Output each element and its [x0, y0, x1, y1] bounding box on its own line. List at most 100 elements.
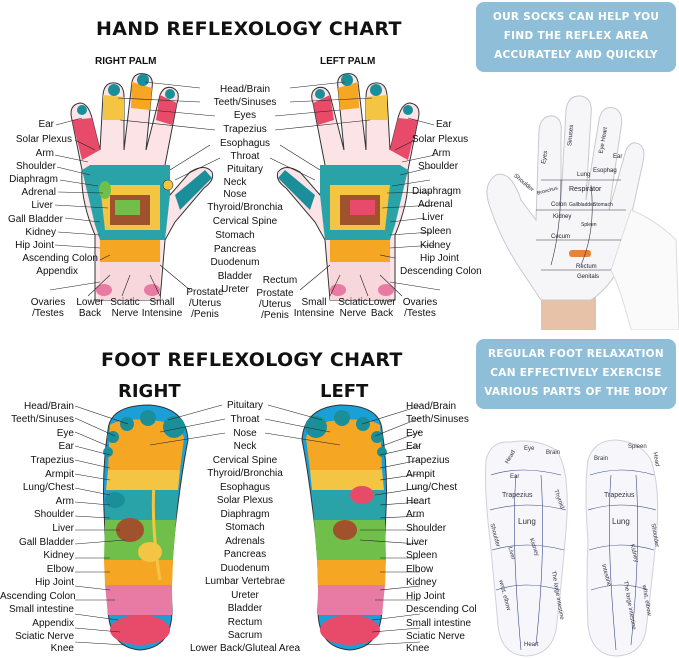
foot-right-label: Head/Brain — [406, 401, 457, 412]
foot-left-label: Knee — [50, 643, 74, 654]
glove-label: Lung — [577, 172, 591, 178]
foot-right-label: Arm — [406, 509, 425, 520]
glove-label: Esophag — [593, 168, 617, 174]
socks-banner-bottom: REGULAR FOOT RELAXATION CAN EFFECTIVELY … — [476, 339, 676, 409]
glove-label: Spleen — [581, 222, 597, 228]
sock-label: Lung — [612, 517, 630, 526]
hand-right-label: Liver — [422, 212, 444, 223]
foot-left-label: Kidney — [43, 550, 74, 561]
right-palm-drawing — [70, 73, 214, 301]
socks-illustration — [485, 439, 659, 657]
glove-label: Gallbladder — [569, 202, 595, 208]
hand-right-label: Kidney — [420, 240, 451, 251]
foot-left-label: Elbow — [46, 564, 74, 575]
foot-right-label: Spleen — [406, 550, 438, 561]
foot-left-label: Ascending Colon — [0, 591, 76, 602]
foot-center-label: Pancreas — [223, 549, 267, 560]
hand-center-label: Teeth/Sinuses — [213, 97, 277, 108]
right-palm-label: RIGHT PALM — [95, 56, 157, 67]
sock-label: Spleen — [628, 444, 647, 450]
hand-right-label: Arm — [432, 148, 451, 159]
glove-label: Genitals — [577, 274, 600, 280]
hand-center-label: Cervical Spine — [212, 216, 278, 227]
hand-center-label: Neck — [223, 177, 247, 188]
glove-label: Colon — [551, 202, 567, 208]
hand-right-label: Spleen — [420, 226, 452, 237]
hand-center-label: Eyes — [233, 110, 257, 121]
hand-right-label: Ear — [436, 119, 452, 130]
foot-right-label: Shoulder — [406, 523, 447, 534]
hand-center-label: Bladder — [217, 271, 253, 282]
sock-label: Head — [651, 451, 660, 467]
left-foot-drawing — [301, 404, 387, 651]
foot-right-label: Liver — [406, 537, 428, 548]
foot-right-label: Kidney — [406, 577, 437, 588]
glove-label: Sinuses — [567, 124, 576, 147]
socks-banner-bottom-text: REGULAR FOOT RELAXATION CAN EFFECTIVELY … — [484, 348, 668, 398]
hand-left-label: Shoulder — [15, 161, 56, 172]
sock-label: Ear — [510, 474, 520, 480]
hand-center-label: Stomach — [215, 230, 255, 241]
foot-left-label: Arm — [55, 496, 74, 507]
sock-label: Brain — [594, 456, 609, 462]
foot-right-label: Sciatic Nerve — [406, 631, 465, 642]
glove-photo: Eyes Sinuses Eye Heart Ear Lung Esophag … — [481, 90, 679, 330]
foot-chart-title: FOOT REFLEXOLOGY CHART — [101, 349, 403, 371]
hand-bottom-label: Lower Back — [76, 297, 104, 319]
hand-bottom-label: Small Intensine — [293, 297, 335, 319]
hand-center-label: Trapezius — [223, 124, 267, 135]
hand-left-label: Adrenal — [21, 187, 56, 198]
foot-right-label: Elbow — [406, 564, 434, 575]
glove-label: Kidney — [553, 214, 572, 220]
hand-left-label: Ascending Colon — [22, 253, 98, 264]
hand-left-label: Kidney — [25, 227, 56, 238]
foot-right-label: Hip Joint — [406, 591, 445, 602]
foot-left-label: Lung/Chest — [22, 482, 74, 493]
foot-left-label: Liver — [52, 523, 74, 534]
hand-bottom-label: Sciatic Nerve — [110, 297, 140, 319]
hand-right-label: Hip Joint — [420, 253, 459, 264]
foot-center-label: Nose — [233, 428, 257, 439]
hand-bottom-label: Prostate /Uterus /Penis — [186, 287, 224, 320]
hand-right-label: Descending Colon — [400, 266, 482, 277]
foot-right-label: Ear — [406, 441, 422, 452]
socks-photo: Head Eye Brain Ear Trapezius Thyroid Lun… — [476, 430, 679, 658]
foot-center-label: Thyroid/Bronchia — [207, 468, 283, 479]
left-palm-drawing — [276, 73, 420, 301]
hand-center-label: Thyroid/Bronchia — [207, 202, 283, 213]
foot-right-label: Lung/Chest — [406, 482, 458, 493]
hand-left-label: Appendix — [36, 266, 78, 277]
hand-left-label: Hip Joint — [15, 240, 54, 251]
foot-left-label: Eye — [56, 428, 74, 439]
foot-left-label: Trapezius — [30, 455, 74, 466]
hand-bottom-label: Ovaries /Testes — [402, 297, 438, 319]
hand-right-label: Adrenal — [418, 199, 453, 210]
foot-center-label: Duodenum — [220, 563, 270, 574]
hand-illustration — [49, 73, 441, 301]
foot-left-label: Gall Bladder — [18, 537, 74, 548]
foot-center-label: Solar Plexus — [216, 495, 274, 506]
foot-center-label: Rectum — [227, 617, 263, 628]
sock-label: Trapezius — [604, 492, 635, 499]
foot-center-label: Stomach — [225, 522, 265, 533]
glove-label: Respirator — [569, 186, 602, 193]
foot-right-label: Eye — [406, 428, 424, 439]
hand-center-label: Nose — [223, 189, 247, 200]
foot-center-label: Neck — [233, 441, 257, 452]
hand-right-label: Solar Plexus — [412, 134, 469, 145]
hand-left-label: Arm — [35, 148, 54, 159]
hand-center-label: Head/Brain — [219, 84, 271, 95]
foot-left-label: Appendix — [32, 618, 74, 629]
hand-bottom-label: Lower Back — [368, 297, 396, 319]
foot-right-label: Teeth/Sinuses — [406, 414, 469, 425]
foot-center-label: Lower Back/Gluteal Area — [189, 643, 301, 654]
hand-center-label: Throat — [230, 151, 260, 162]
foot-left-label: Shoulder — [33, 509, 74, 520]
foot-left-label: Hip Joint — [35, 577, 74, 588]
glove-illustration — [486, 95, 679, 330]
hand-center-label: Ureter — [221, 284, 249, 295]
hand-right-label: Diaphragm — [412, 186, 461, 197]
glove-label: Eyes — [541, 150, 550, 165]
hand-bottom-label: Prostate /Uterus /Penis — [256, 288, 294, 321]
foot-right-label: Heart — [406, 496, 431, 507]
